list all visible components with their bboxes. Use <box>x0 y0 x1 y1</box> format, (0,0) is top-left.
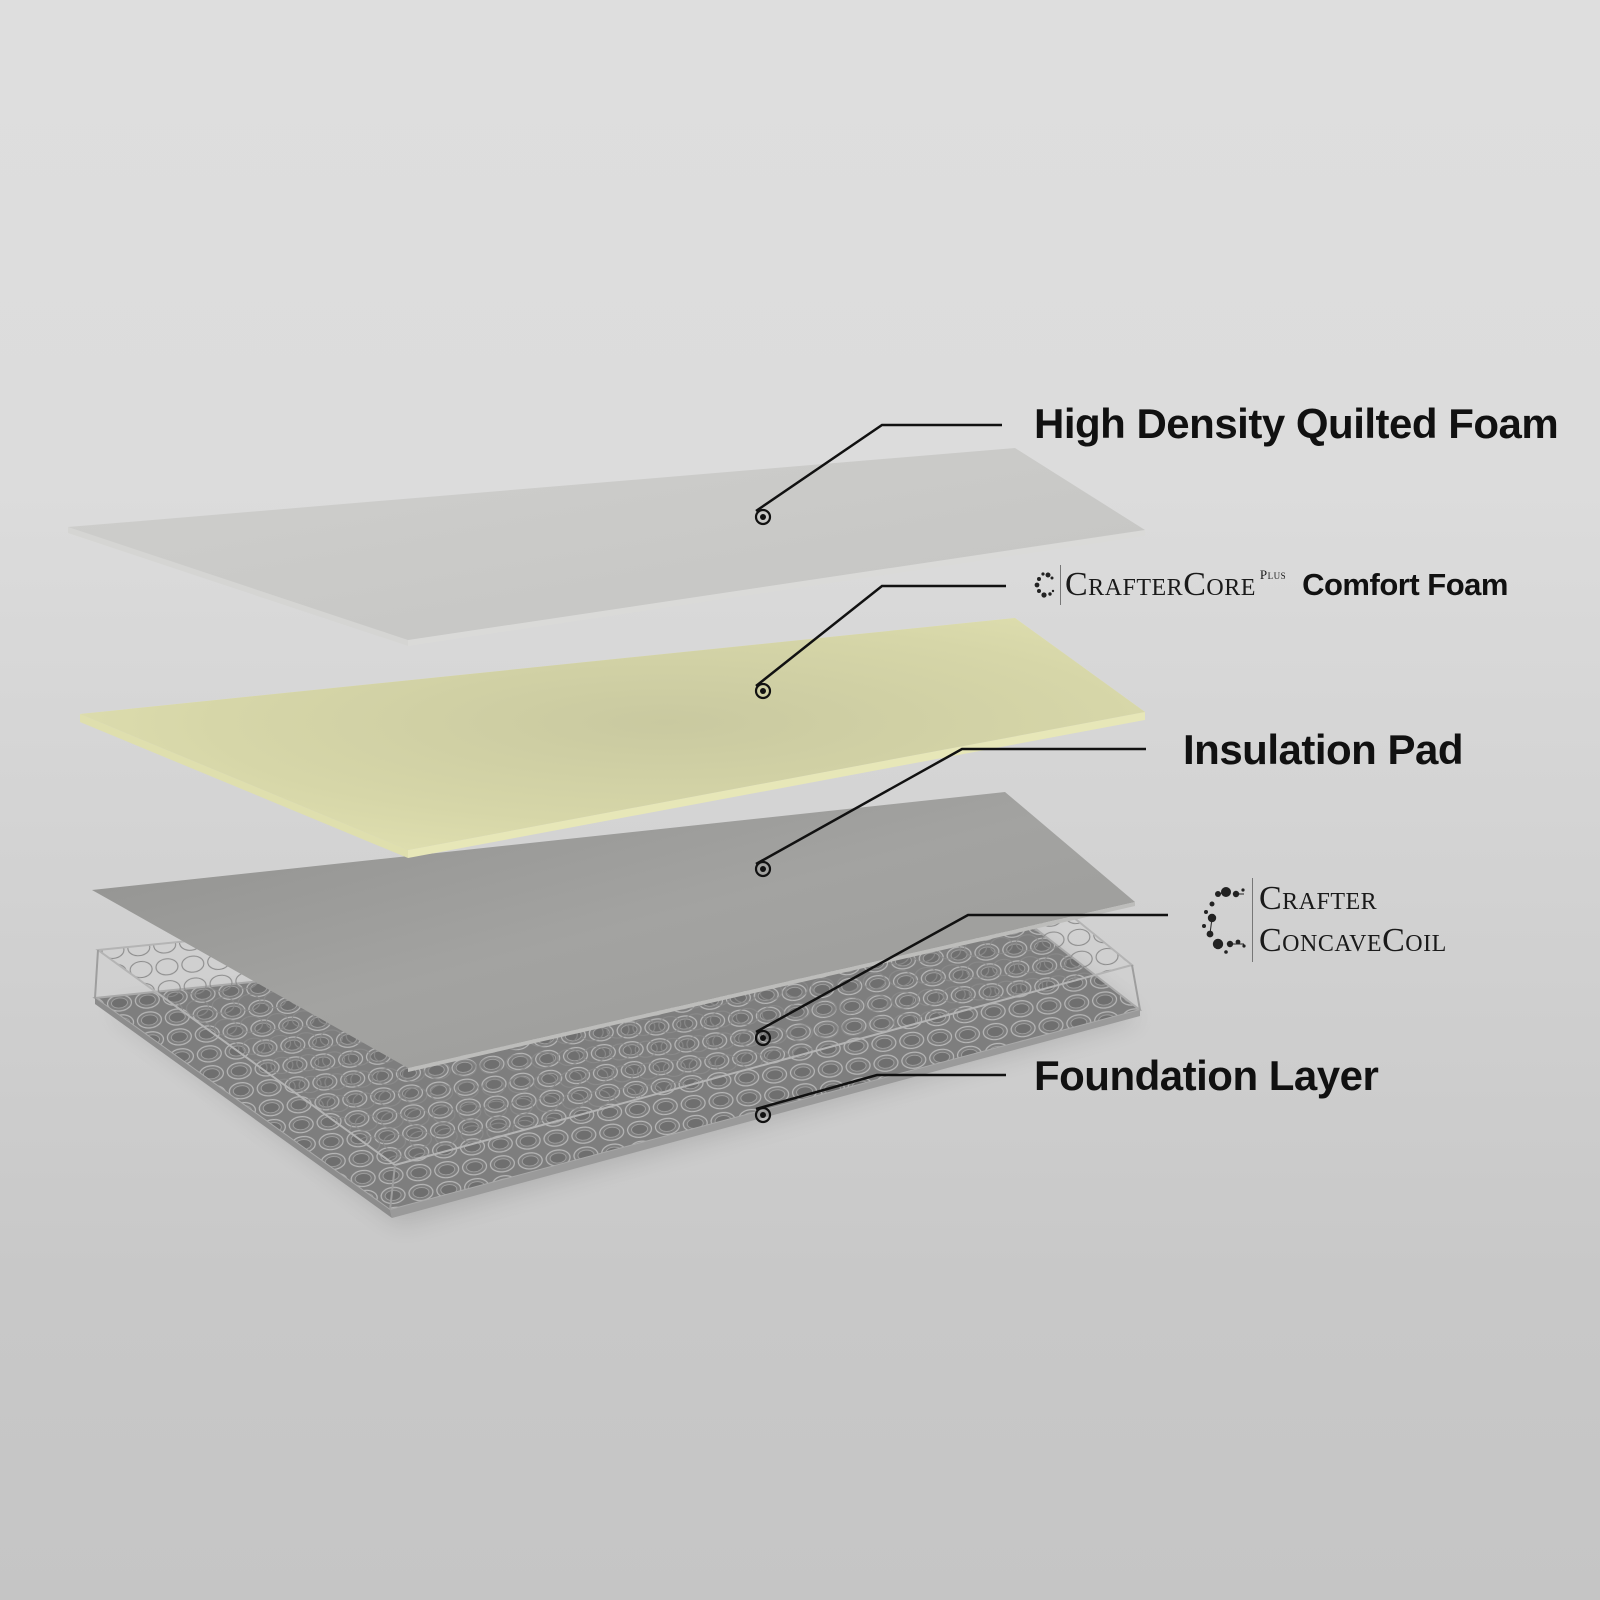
marker-dot-icon <box>754 1106 772 1124</box>
label-foundation: Foundation Layer <box>1034 1052 1379 1099</box>
leader-dots <box>754 508 772 1124</box>
logo-separator <box>1060 565 1061 605</box>
crafter-logo-icon <box>1034 572 1055 598</box>
brand-superscript: Plus <box>1259 567 1287 582</box>
label-insulation-pad: Insulation Pad <box>1183 726 1464 773</box>
logo-separator <box>1252 878 1253 962</box>
leader-lines <box>755 423 1168 1111</box>
marker-dot-icon <box>754 682 772 700</box>
label-coil: Crafter ConcaveCoil <box>1198 878 1447 962</box>
leader-foundation <box>755 1073 1006 1111</box>
brand-crafter-core: CrafterCore <box>1065 566 1256 603</box>
marker-dot-icon <box>754 508 772 526</box>
brand-crafter: Crafter <box>1259 880 1378 917</box>
leader-top-foam <box>755 423 1002 513</box>
brand-concave-coil: ConcaveCoil <box>1259 922 1447 959</box>
leader-comfort-foam <box>755 584 1006 687</box>
insulation-pad-layer <box>92 792 1135 1072</box>
label-top-foam: High Density Quilted Foam <box>1034 400 1559 447</box>
crafter-logo-icon <box>1202 887 1246 954</box>
label-comfort-foam-text: Comfort Foam <box>1302 567 1508 602</box>
marker-dot-icon <box>754 860 772 878</box>
marker-dot-icon <box>754 1029 772 1047</box>
label-comfort-foam: CrafterCore Plus Comfort Foam <box>1034 565 1508 605</box>
top-foam-layer <box>68 448 1145 646</box>
comfort-foam-layer <box>80 618 1145 858</box>
leader-coil <box>755 913 1168 1034</box>
leader-insulation-pad <box>755 747 1146 866</box>
